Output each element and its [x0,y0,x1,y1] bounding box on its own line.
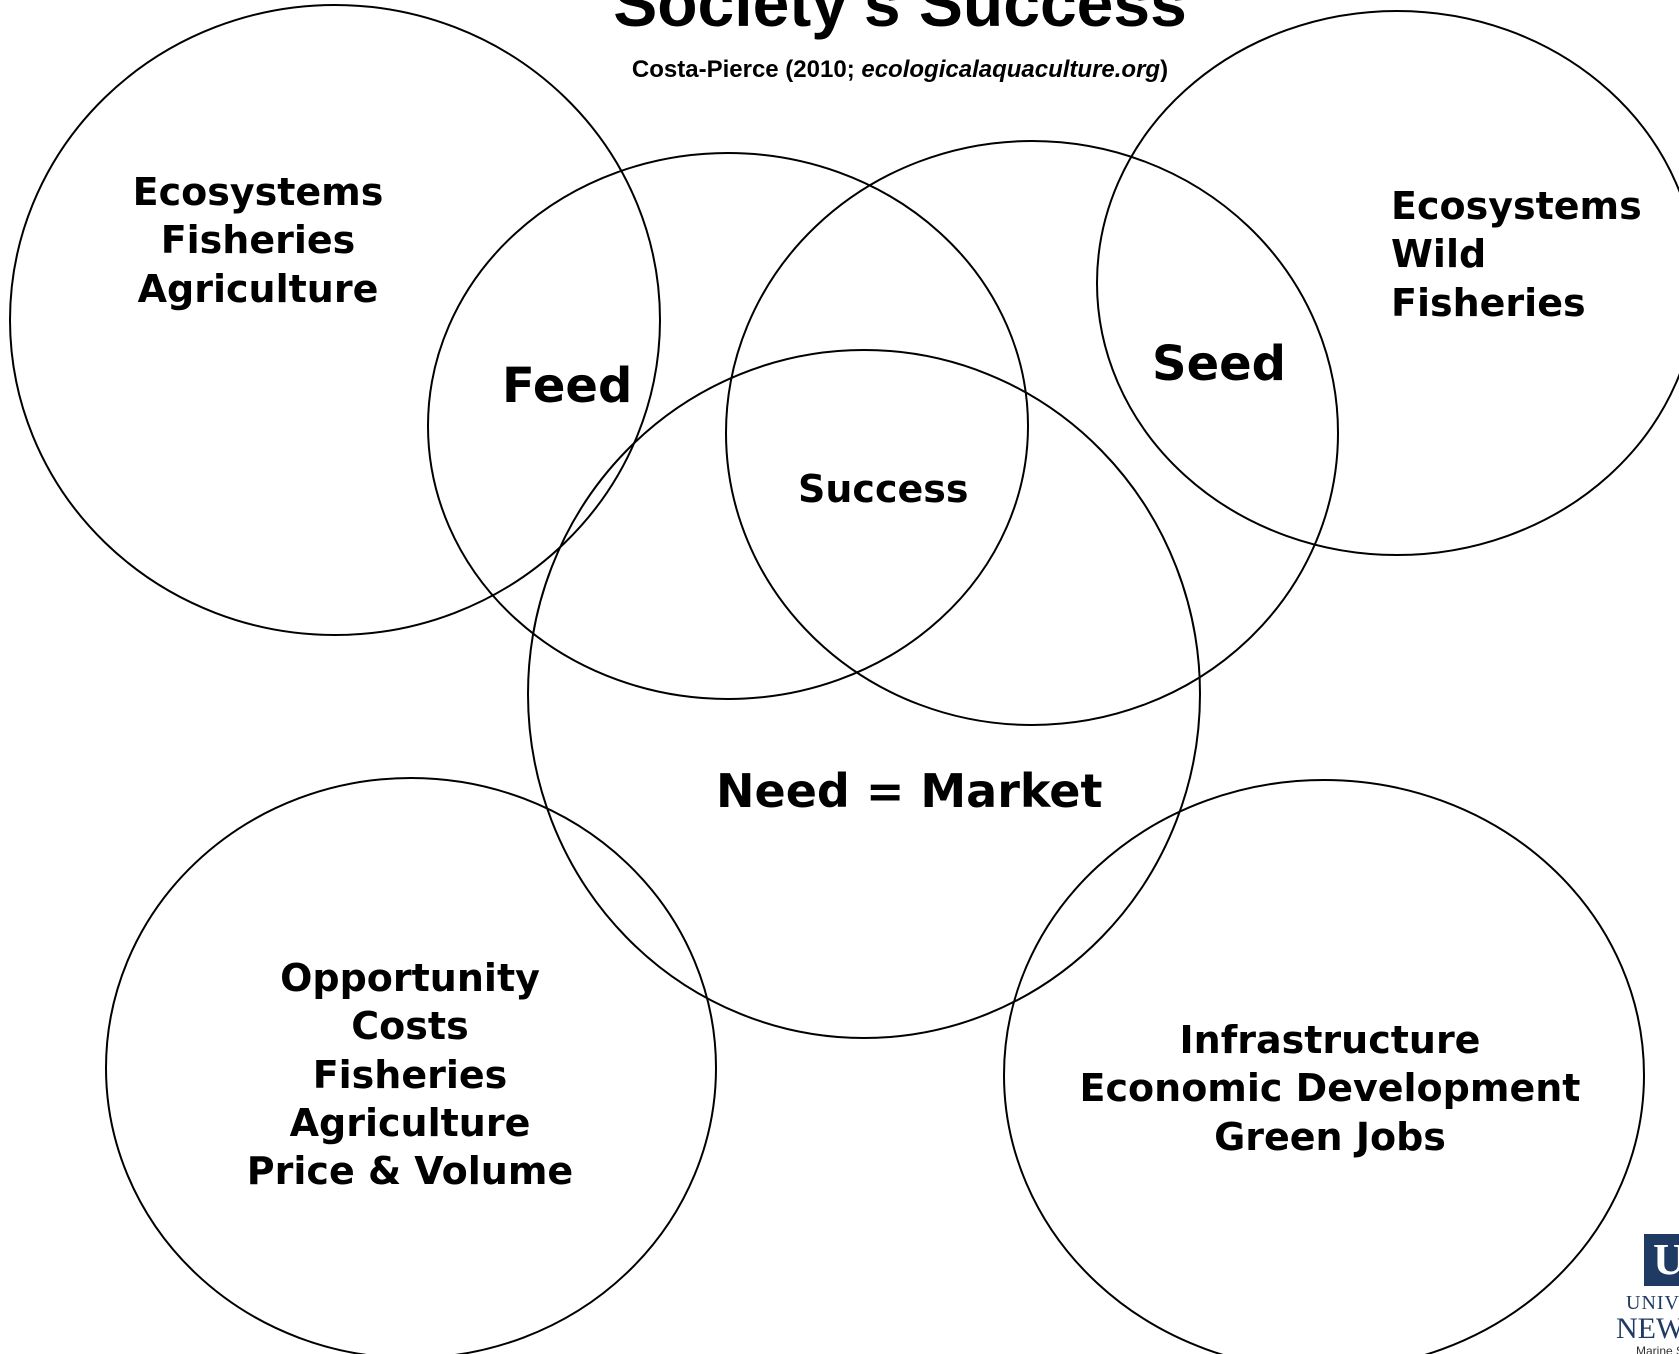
logo-line: UNIVERSITY OF [1626,1292,1679,1314]
circle-bottom-left [105,777,717,1354]
circle-seed [725,140,1339,726]
label-bottom-right: Infrastructure Economic Development Gree… [1080,1016,1581,1161]
citation-website: ecologicalaquaculture.org [861,56,1161,83]
logo-line: NEW ENGLAND [1616,1312,1679,1345]
citation-author: Costa-Pierce (2010; [631,56,862,83]
circle-bottom-right [1003,779,1645,1354]
label-top-left: Ecosystems Fisheries Agriculture [133,168,384,313]
label-feed: Feed [502,358,633,414]
label-line: Infrastructure [1179,1018,1481,1062]
label-line: Agriculture [289,1100,531,1145]
label-line: Green Jobs [1214,1114,1446,1159]
logo-emblem: U [1644,1234,1679,1286]
logo-line: Marine Science Center [1636,1344,1679,1354]
label-success: Success [798,467,969,511]
label-line: Wild [1391,232,1487,277]
citation-close: ) [1160,56,1169,83]
label-top-right: Ecosystems Wild Fisheries [1391,182,1642,327]
label-line: Ecosystems [1391,184,1642,228]
label-line: Economic Development [1079,1066,1581,1111]
university-logo: U UNIVERSITY OF NEW ENGLAND Marine Scien… [1578,1230,1679,1354]
label-line: Price & Volume [246,1149,574,1193]
label-line: Opportunity [280,956,540,1000]
citation: Costa-Pierce (2010; ecologicalaquacultur… [0,58,1679,82]
label-line: Agriculture [137,266,379,311]
label-line: Fisheries [160,218,356,263]
label-line: Fisheries [312,1052,508,1097]
label-need-market: Need = Market [716,764,1103,818]
label-seed: Seed [1152,336,1287,392]
label-bottom-left: Opportunity Costs Fisheries Agriculture … [247,954,573,1195]
label-line: Fisheries [1391,280,1586,325]
diagram-title: Society’s Success [613,0,1187,40]
circle-market [527,349,1201,1039]
circle-feed [427,152,1029,700]
label-line: Ecosystems [132,170,384,214]
circle-top-left [9,4,661,636]
circle-top-right [1096,10,1679,556]
label-line: Costs [351,1004,469,1049]
